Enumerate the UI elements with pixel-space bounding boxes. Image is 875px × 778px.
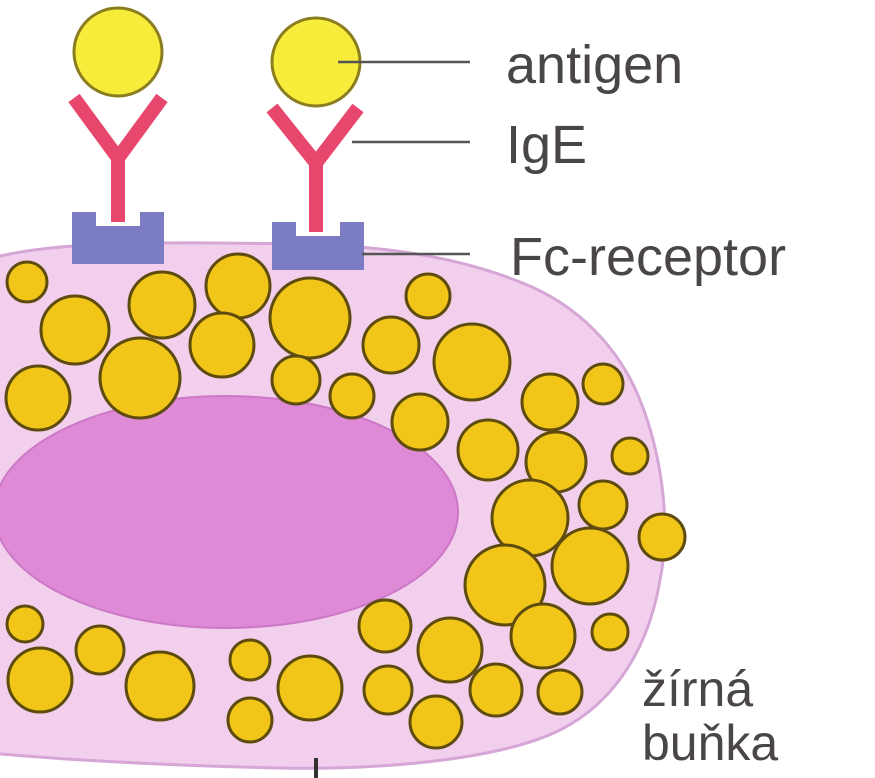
granule bbox=[6, 366, 70, 430]
granule bbox=[592, 614, 628, 650]
label-ige: IgE bbox=[506, 118, 587, 172]
granule bbox=[190, 313, 254, 377]
antigen-left bbox=[74, 8, 162, 96]
granule bbox=[8, 648, 72, 712]
label-mast-cell-line2: buňka bbox=[642, 718, 778, 768]
granule bbox=[434, 324, 510, 400]
granule bbox=[270, 278, 350, 358]
granule bbox=[458, 420, 518, 480]
granule bbox=[579, 481, 627, 529]
label-fc-receptor: Fc-receptor bbox=[510, 230, 786, 284]
ige-antibody-right bbox=[272, 108, 358, 232]
granule bbox=[552, 528, 628, 604]
granule bbox=[406, 274, 450, 318]
granule bbox=[272, 356, 320, 404]
granule bbox=[359, 600, 411, 652]
granule bbox=[364, 666, 412, 714]
granule bbox=[7, 606, 43, 642]
granule bbox=[538, 670, 582, 714]
ige-antibody-left bbox=[74, 98, 162, 222]
granule bbox=[278, 656, 342, 720]
granule bbox=[206, 254, 270, 318]
label-mast-cell-line1: žírná bbox=[642, 664, 753, 714]
granule bbox=[228, 698, 272, 742]
granule bbox=[511, 604, 575, 668]
granule bbox=[410, 696, 462, 748]
granule bbox=[230, 640, 270, 680]
granule bbox=[639, 514, 685, 560]
label-antigen: antigen bbox=[506, 38, 683, 92]
granule bbox=[330, 374, 374, 418]
granule bbox=[41, 296, 109, 364]
granule bbox=[583, 364, 623, 404]
granule bbox=[392, 394, 448, 450]
granule bbox=[7, 262, 47, 302]
granule bbox=[470, 664, 522, 716]
granule bbox=[76, 626, 124, 674]
granule bbox=[612, 438, 648, 474]
granule bbox=[363, 317, 419, 373]
granule bbox=[126, 652, 194, 720]
granule bbox=[129, 272, 195, 338]
nucleus bbox=[0, 396, 458, 628]
granule bbox=[100, 338, 180, 418]
granule bbox=[522, 374, 578, 430]
granule bbox=[418, 618, 482, 682]
